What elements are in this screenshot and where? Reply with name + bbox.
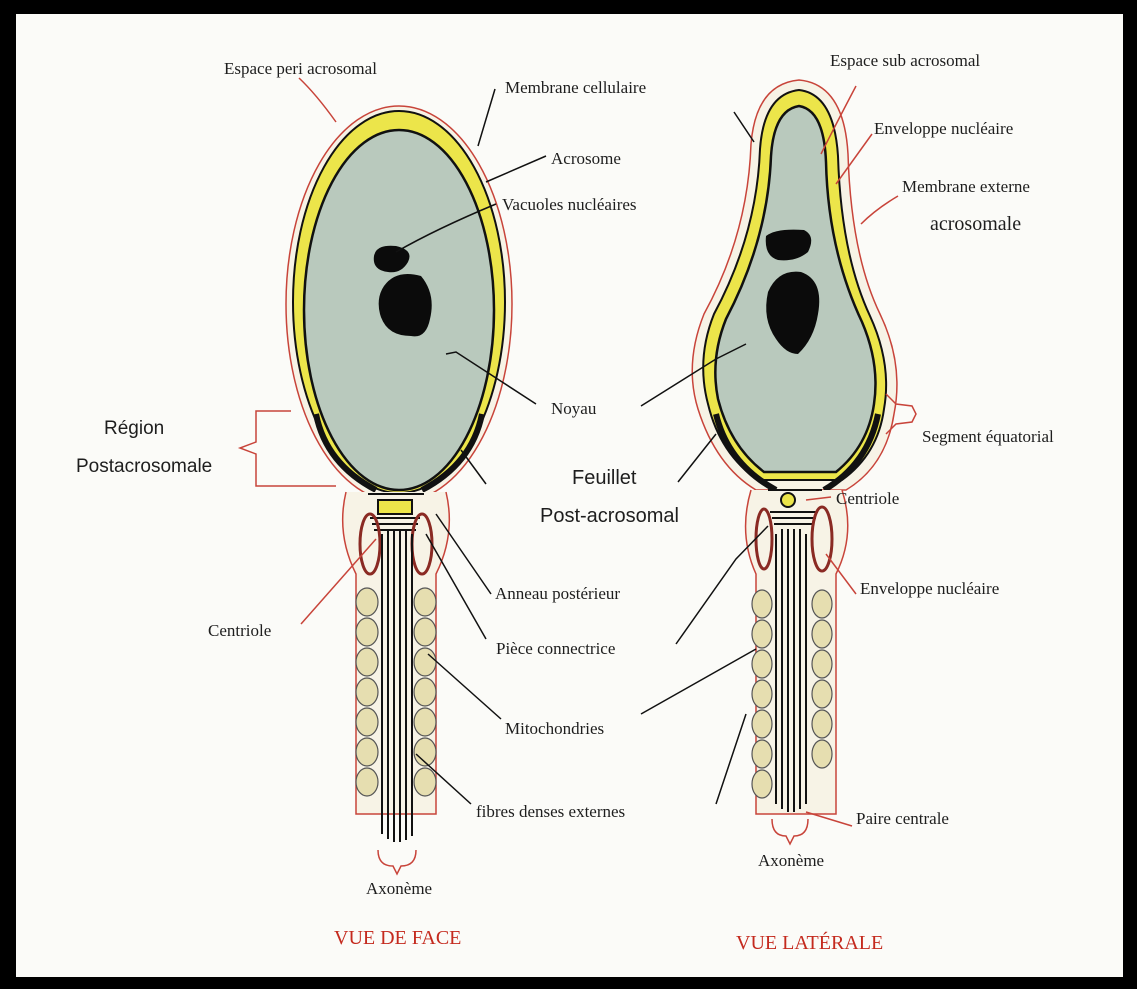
lateral-axoneme-bracket [772, 819, 808, 844]
label-segment-equatorial: Segment équatorial [922, 427, 1054, 446]
lateral-view-cell [692, 80, 916, 844]
label-vacuoles-nucleaires: Vacuoles nucléaires [502, 195, 637, 214]
label-axoneme-face: Axonème [366, 879, 432, 898]
label-mitochondries: Mitochondries [505, 719, 604, 738]
sperm-diagram: Espace peri acrosomal Membrane cellulair… [16, 14, 1123, 977]
lateral-centriole [781, 493, 795, 507]
label-piece-connectrice: Pièce connectrice [496, 639, 615, 658]
label-acrosome: Acrosome [551, 149, 621, 168]
title-vue-laterale: VUE LATÉRALE [736, 931, 883, 954]
label-noyau: Noyau [551, 399, 597, 418]
diagram-panel: Espace peri acrosomal Membrane cellulair… [16, 14, 1123, 977]
face-centriole-block [378, 500, 412, 514]
label-fibres-denses: fibres denses externes [476, 802, 625, 821]
label-axoneme-laterale: Axonème [758, 851, 824, 870]
label-anneau-posterieur: Anneau postérieur [495, 584, 620, 603]
label-membrane-externe-line2: acrosomale [930, 213, 1021, 235]
label-membrane-cellulaire: Membrane cellulaire [505, 78, 646, 97]
face-axoneme-bracket [378, 850, 416, 874]
label-espace-sub-acrosomal: Espace sub acrosomal [830, 51, 980, 70]
label-centriole-laterale: Centriole [836, 489, 899, 508]
label-region-line2: Postacrosomale [76, 456, 212, 477]
label-espace-peri-acrosomal: Espace peri acrosomal [224, 59, 377, 78]
label-feuillet-line1: Feuillet [572, 467, 637, 489]
title-vue-de-face: VUE DE FACE [334, 927, 461, 949]
face-view-cell [240, 106, 512, 874]
label-membrane-externe-line1: Membrane externe [902, 177, 1030, 196]
label-region-line1: Région [104, 418, 164, 439]
label-paire-centrale: Paire centrale [856, 809, 949, 828]
label-feuillet-line2: Post-acrosomal [540, 505, 679, 527]
label-enveloppe-nucleaire-bottom: Enveloppe nucléaire [860, 579, 999, 598]
label-enveloppe-nucleaire-top: Enveloppe nucléaire [874, 119, 1013, 138]
label-centriole-face: Centriole [208, 621, 271, 640]
